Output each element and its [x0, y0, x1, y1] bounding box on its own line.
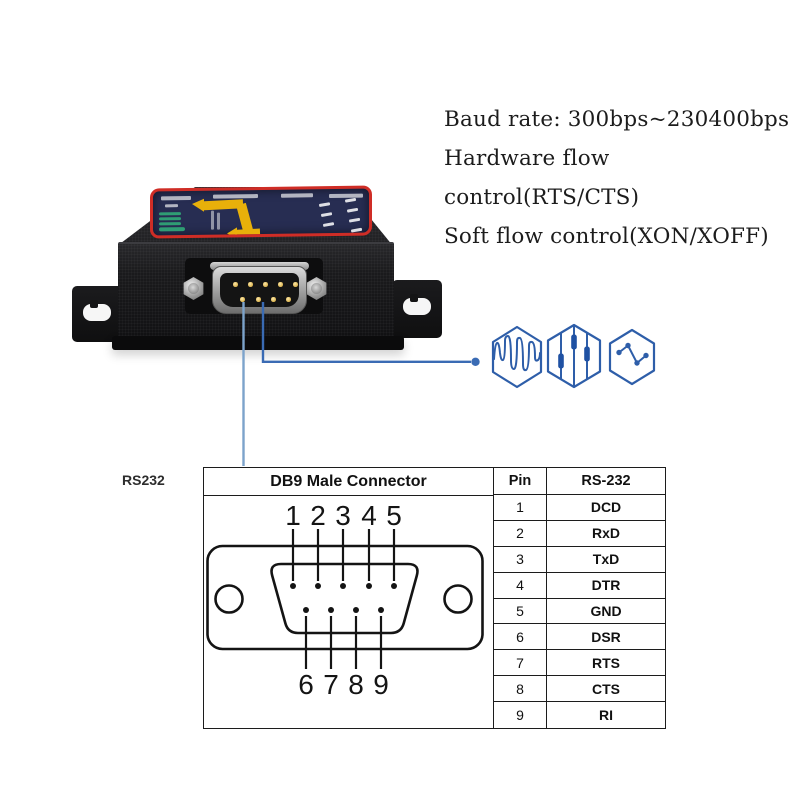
- pin-number: 1: [494, 495, 547, 521]
- d-sub-outline: [270, 562, 419, 635]
- feature-line: Soft flow control(XON/XOFF): [444, 224, 769, 249]
- signal-name: GND: [547, 599, 665, 625]
- db9-pin: [240, 297, 245, 302]
- pin-column-header: Pin: [494, 468, 547, 495]
- brand-logo-mark: [159, 222, 181, 225]
- sliders-hexagon-icon: [546, 323, 602, 389]
- led-label-dash: [348, 217, 361, 223]
- led-label-dash: [318, 202, 331, 207]
- signal-name: RxD: [547, 521, 665, 547]
- jack-screw-right: [306, 277, 327, 300]
- db9-insert: [220, 273, 299, 307]
- brand-logo-mark: [159, 212, 181, 215]
- pin-numbers-bottom: 6 7 8 9: [298, 669, 389, 700]
- db9-diagram-svg: 1 2 3 4 5: [206, 500, 484, 700]
- led-label-dash: [344, 197, 357, 203]
- pin-number: 5: [494, 598, 547, 625]
- svg-text:1: 1: [285, 500, 301, 531]
- mounting-hole-right: [443, 584, 473, 614]
- db9-pin: [256, 297, 261, 302]
- svg-text:9: 9: [373, 669, 389, 700]
- db9-pin: [286, 297, 291, 302]
- mounting-slot: [83, 304, 111, 321]
- feature-line: Hardware flow control(RTS/CTS): [444, 146, 640, 210]
- svg-text:2: 2: [310, 500, 326, 531]
- led-label-dash: [350, 227, 363, 233]
- mounting-ear-right: [392, 280, 442, 338]
- feature-line: Baud rate: 300bps~230400bps: [444, 107, 790, 132]
- device-label: [150, 185, 372, 239]
- rs232-caption: RS232: [122, 472, 165, 488]
- db9-pin: [263, 282, 268, 287]
- waveform-hexagon-icon: [491, 325, 543, 389]
- db9-diagram-cell: DB9 Male Connector 1 2 3 4 5: [204, 468, 494, 728]
- db9-pin: [233, 282, 238, 287]
- nodes-hexagon-icon: [608, 328, 656, 386]
- serial-device-photo: [62, 158, 442, 360]
- label-product-text: [217, 212, 220, 230]
- led-label-dash: [322, 222, 335, 227]
- svg-text:6: 6: [298, 669, 314, 700]
- pin-number: 7: [494, 650, 547, 677]
- mounting-slot-notch: [410, 294, 418, 302]
- signal-name: RI: [599, 707, 613, 724]
- pin-numbers-top: 1 2 3 4 5: [285, 500, 402, 531]
- pinout-panel: DB9 Male Connector 1 2 3 4 5: [203, 467, 666, 729]
- jack-screw-left: [183, 277, 204, 300]
- signal-name: DTR: [547, 573, 665, 599]
- signal-name: TxD: [547, 547, 665, 573]
- signal-name: RTS: [547, 650, 665, 677]
- pin-leader-lines-bottom: [304, 616, 383, 669]
- signal-name: DSR: [547, 624, 665, 651]
- pin-leader-lines-top: [291, 529, 396, 581]
- svg-text:3: 3: [335, 500, 351, 531]
- diagram-title: DB9 Male Connector: [204, 468, 493, 496]
- jack-screw-center: [188, 283, 199, 294]
- connector-body-outline: [206, 544, 484, 651]
- db9-pin: [248, 282, 253, 287]
- brand-logo-mark: [159, 217, 181, 220]
- pin-number: 4: [494, 572, 547, 599]
- pin-number: 6: [494, 624, 547, 651]
- mounting-slot-notch: [90, 300, 98, 308]
- mounting-ear-left: [72, 286, 124, 342]
- svg-text:8: 8: [348, 669, 364, 700]
- signal-name: CTS: [547, 676, 665, 703]
- label-fine-print: [329, 193, 363, 198]
- pin-number: 3: [494, 546, 547, 573]
- pin-number: 2: [494, 520, 547, 547]
- mounting-hole-left: [214, 584, 244, 614]
- pinout-table: Pin RS-232 1 DCD 2 RxD 3 TxD 4 DTR 5 GND…: [494, 468, 665, 728]
- led-label-dash: [320, 212, 333, 217]
- feature-list: Baud rate: 300bps~230400bps Hardware flo…: [444, 100, 794, 256]
- db9-pin: [293, 282, 298, 287]
- label-product-text: [211, 210, 214, 230]
- signal-name: DCD: [547, 495, 665, 521]
- jack-screw-center: [311, 283, 322, 294]
- db9-male-connector: [212, 266, 307, 314]
- brand-logo-text: [159, 227, 185, 232]
- db9-pin: [278, 282, 283, 287]
- device-base-plate: [112, 336, 404, 350]
- svg-text:5: 5: [386, 500, 402, 531]
- pin-dots: [290, 583, 397, 613]
- yellow-arrow-logo: [192, 198, 261, 239]
- db9-pinout-diagram: 1 2 3 4 5: [204, 496, 493, 728]
- db9-pin: [271, 297, 276, 302]
- label-fine-print: [161, 195, 191, 200]
- pin-number: 8: [494, 676, 547, 703]
- pin-number: 9: [494, 702, 547, 728]
- callout-line-end-dot: [471, 357, 480, 366]
- svg-text:4: 4: [361, 500, 377, 531]
- led-label-dash: [346, 207, 359, 213]
- svg-text:7: 7: [323, 669, 339, 700]
- label-fine-print: [165, 204, 178, 208]
- signal-column-header: RS-232: [547, 468, 665, 495]
